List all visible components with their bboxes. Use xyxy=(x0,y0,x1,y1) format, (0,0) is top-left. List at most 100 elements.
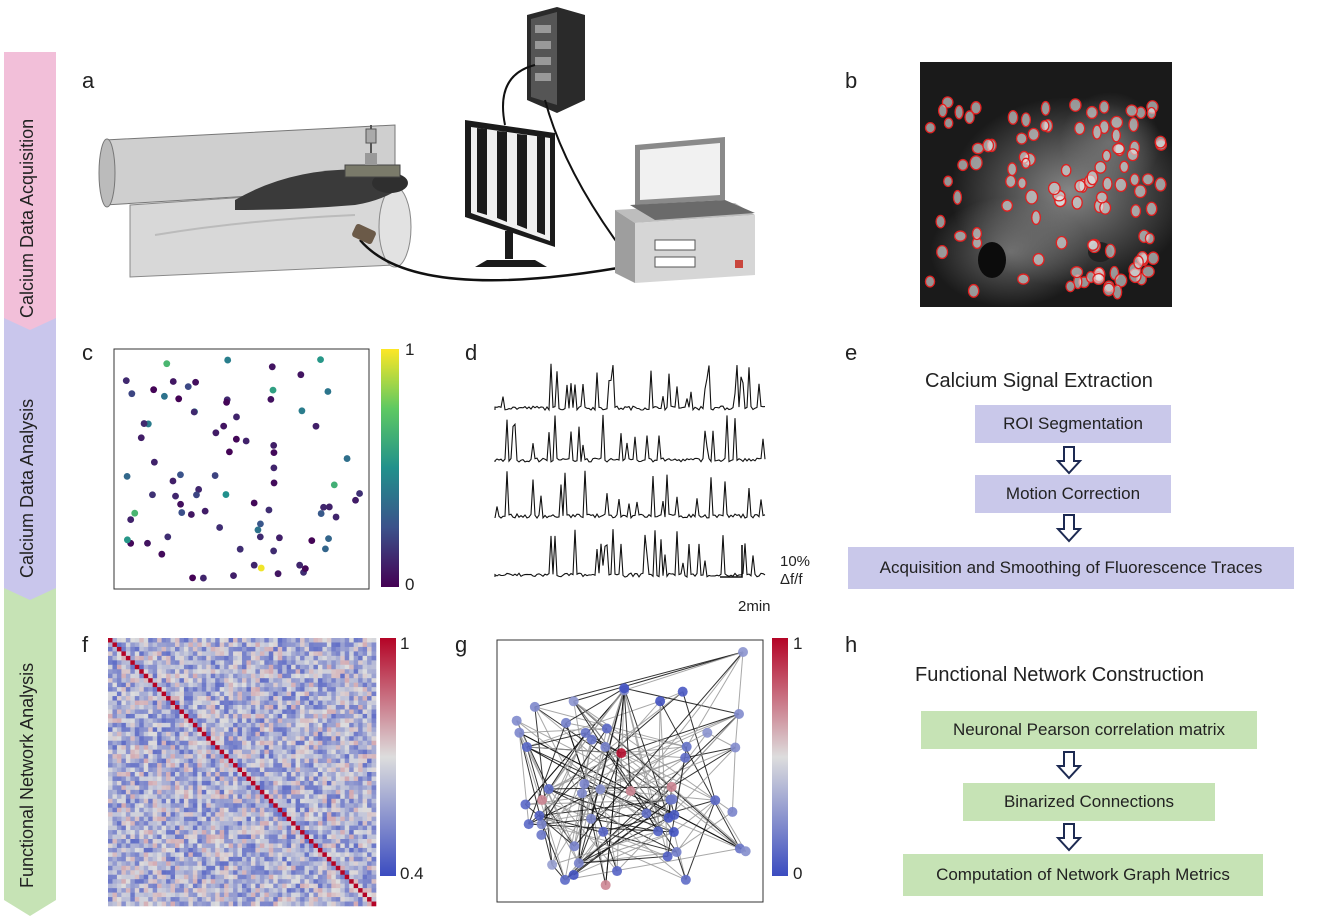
heatmap-cell xyxy=(143,825,149,831)
heatmap-cell xyxy=(353,731,359,737)
heatmap-cell xyxy=(210,861,216,867)
heatmap-cell xyxy=(335,847,341,853)
heatmap-cell xyxy=(286,655,292,661)
heatmap-cell xyxy=(255,839,261,844)
heatmap-cell xyxy=(371,856,377,862)
heatmap-cell xyxy=(295,673,301,679)
heatmap-cell xyxy=(108,718,113,724)
heatmap-cell xyxy=(282,646,287,652)
heatmap-cell xyxy=(233,682,238,688)
heatmap-cell xyxy=(224,830,229,835)
heatmap-cell xyxy=(362,687,368,692)
heatmap-cell xyxy=(143,718,149,724)
heatmap-cell xyxy=(170,642,176,648)
heatmap-cell xyxy=(201,638,207,643)
heatmap-cell xyxy=(313,888,319,893)
heatmap-cell xyxy=(233,700,238,706)
heatmap-cell xyxy=(121,834,127,840)
roi-circle xyxy=(1133,255,1144,270)
heatmap-cell xyxy=(224,861,229,867)
heatmap-cell xyxy=(179,660,185,666)
heatmap-cell xyxy=(175,821,180,826)
heatmap-cell xyxy=(197,638,203,643)
heatmap-cell xyxy=(282,830,287,835)
heatmap-cell xyxy=(250,834,256,840)
roi-circle xyxy=(1001,199,1014,212)
heatmap-cell xyxy=(170,870,176,876)
heatmap-cell xyxy=(335,660,341,666)
heatmap-cell xyxy=(139,758,145,764)
heatmap-cell xyxy=(286,736,292,742)
heatmap-cell xyxy=(273,870,279,876)
heatmap-cell xyxy=(317,700,323,706)
heatmap-cell xyxy=(367,874,372,880)
heatmap-cell xyxy=(175,664,180,670)
heatmap-cell xyxy=(179,780,185,786)
heatmap-cell xyxy=(206,807,212,813)
heatmap-cell xyxy=(112,803,118,809)
heatmap-cell xyxy=(233,892,238,898)
heatmap-cell xyxy=(112,897,118,902)
heatmap-cell xyxy=(277,901,283,907)
heatmap-cell xyxy=(228,749,234,755)
heatmap-cell xyxy=(358,678,363,683)
heatmap-cell xyxy=(349,776,354,782)
heatmap-cell xyxy=(353,852,359,858)
heatmap-cell xyxy=(166,843,171,849)
heatmap-cell xyxy=(170,821,176,826)
heatmap-cell xyxy=(246,776,252,782)
heatmap-cell xyxy=(179,785,185,791)
heatmap-cell xyxy=(331,722,337,728)
heatmap-cell xyxy=(210,852,216,858)
heatmap-cell xyxy=(134,705,140,710)
heatmap-cell xyxy=(255,664,261,670)
heatmap-cell xyxy=(175,763,180,768)
heatmap-cell xyxy=(210,646,216,652)
heatmap-cell xyxy=(152,892,158,898)
heatmap-cell xyxy=(116,839,122,844)
heatmap-cell xyxy=(264,888,270,893)
heatmap-cell xyxy=(152,731,158,737)
heatmap-cell xyxy=(335,691,341,697)
heatmap-cell xyxy=(277,664,283,670)
heatmap-cell xyxy=(121,794,127,800)
heatmap-cell xyxy=(210,843,216,849)
heatmap-cell xyxy=(246,865,252,871)
heatmap-cell xyxy=(161,638,167,643)
heatmap-cell xyxy=(322,646,328,652)
heatmap-cell xyxy=(197,798,203,804)
heatmap-cell xyxy=(371,646,377,652)
heatmap-cell xyxy=(148,700,153,706)
heatmap-cell xyxy=(371,651,377,657)
heatmap-cell xyxy=(210,754,216,759)
heatmap-cell xyxy=(134,843,140,849)
heatmap-cell xyxy=(282,687,287,692)
heatmap-cell xyxy=(295,847,301,853)
heatmap-cell xyxy=(362,785,368,791)
scatter-point xyxy=(265,506,273,514)
scatter-point xyxy=(297,371,305,379)
scatter-point xyxy=(343,455,351,462)
heatmap-cell xyxy=(121,754,127,759)
heatmap-cell xyxy=(210,901,216,907)
heatmap-cell xyxy=(237,807,243,813)
graph-node xyxy=(601,723,612,734)
heatmap-cell xyxy=(219,767,225,773)
heatmap-cell xyxy=(192,812,198,817)
heatmap-cell xyxy=(148,879,153,884)
heatmap-cell xyxy=(295,709,301,715)
heatmap-cell xyxy=(264,883,270,889)
heatmap-cell xyxy=(255,700,261,706)
heatmap-cell xyxy=(116,664,122,670)
heatmap-cell xyxy=(304,785,310,791)
heatmap-cell xyxy=(317,664,323,670)
heatmap-cell xyxy=(313,776,319,782)
heatmap-cell xyxy=(201,660,207,666)
heatmap-cell xyxy=(255,705,261,710)
heatmap-cell xyxy=(371,767,377,773)
heatmap-cell xyxy=(349,700,354,706)
heatmap-cell xyxy=(224,847,229,853)
heatmap-cell xyxy=(242,749,247,755)
heatmap-cell xyxy=(121,740,127,746)
heatmap-cell xyxy=(108,879,113,884)
